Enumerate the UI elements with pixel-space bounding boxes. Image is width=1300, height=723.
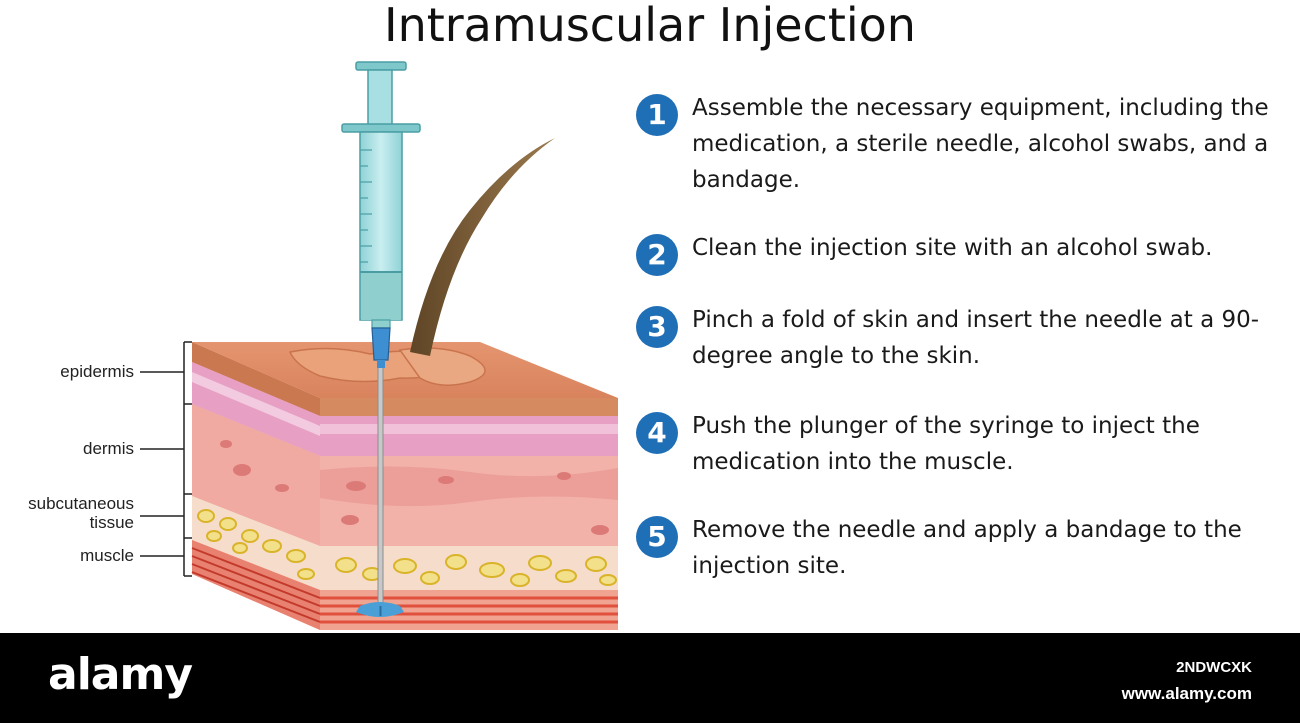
step-number-badge: 4 [636,412,678,454]
step-number-badge: 5 [636,516,678,558]
step-number-badge: 2 [636,234,678,276]
skin-injection-illustration [140,61,618,630]
image-id-block: 2NDWCXK www.alamy.com [1122,655,1252,707]
page-title: Intramuscular Injection [384,0,916,52]
image-id: 2NDWCXK [1176,659,1252,676]
site-url: www.alamy.com [1121,684,1252,703]
layer-label-subcutaneous-tissue: subcutaneous tissue [28,494,134,532]
layer-label-epidermis: epidermis [60,362,134,381]
step-text: Push the plunger of the syringe to injec… [692,413,1200,475]
layer-bracket [140,341,192,577]
hair-shaft [410,138,555,356]
layer-label-muscle: muscle [80,546,134,565]
step-text: Remove the needle and apply a bandage to… [692,517,1242,579]
skin-block-top [192,342,618,398]
syringe [341,61,421,368]
step-text: Clean the injection site with an alcohol… [692,235,1213,261]
alamy-logo: alamy [48,649,193,700]
step-text: Assemble the necessary equipment, includ… [692,95,1269,193]
layer-label-dermis: dermis [82,439,134,458]
step-number-badge: 1 [636,94,678,136]
step-text: Pinch a fold of skin and insert the need… [692,307,1260,369]
skin-block-front [320,398,618,630]
step-number-badge: 3 [636,306,678,348]
watermark-footer: alamy 2NDWCXK www.alamy.com [0,633,1300,723]
skin-block-side [191,342,321,630]
